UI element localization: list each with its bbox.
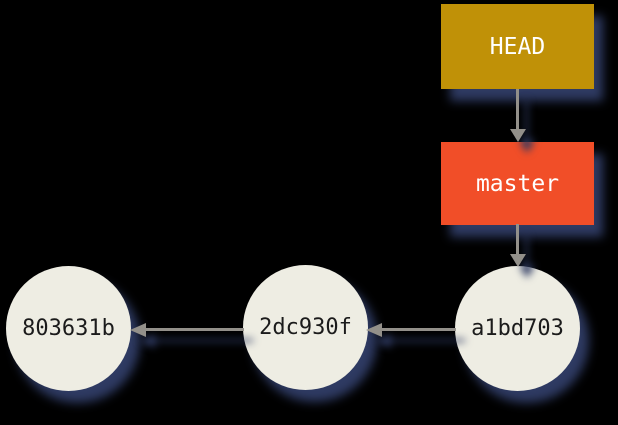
arrow-shaft bbox=[516, 89, 519, 130]
arrow-a1bd703-to-2dc930f bbox=[366, 322, 456, 337]
arrow-master-to-a1bd703 bbox=[510, 224, 526, 267]
arrowhead-left-icon bbox=[130, 322, 146, 337]
commit-node-2dc930f: 2dc930f bbox=[243, 265, 368, 390]
arrow-head-to-master bbox=[510, 89, 526, 142]
arrow-shaft bbox=[381, 328, 456, 331]
head-ref-label: HEAD bbox=[489, 33, 546, 60]
arrow-shaft bbox=[516, 224, 519, 255]
commit-id-label: a1bd703 bbox=[471, 316, 564, 341]
arrowhead-left-icon bbox=[366, 322, 382, 337]
arrow-2dc930f-to-803631b bbox=[130, 322, 244, 337]
commit-node-a1bd703: a1bd703 bbox=[455, 266, 580, 391]
arrowhead-down-icon bbox=[510, 254, 526, 267]
commit-node-803631b: 803631b bbox=[6, 266, 131, 391]
head-ref-box: HEAD bbox=[441, 4, 594, 89]
commit-id-label: 2dc930f bbox=[259, 315, 352, 340]
branch-ref-box-master: master bbox=[441, 142, 594, 225]
branch-ref-label: master bbox=[475, 170, 560, 197]
arrow-shaft bbox=[145, 328, 244, 331]
commit-id-label: 803631b bbox=[22, 316, 115, 341]
arrowhead-down-icon bbox=[510, 129, 526, 142]
